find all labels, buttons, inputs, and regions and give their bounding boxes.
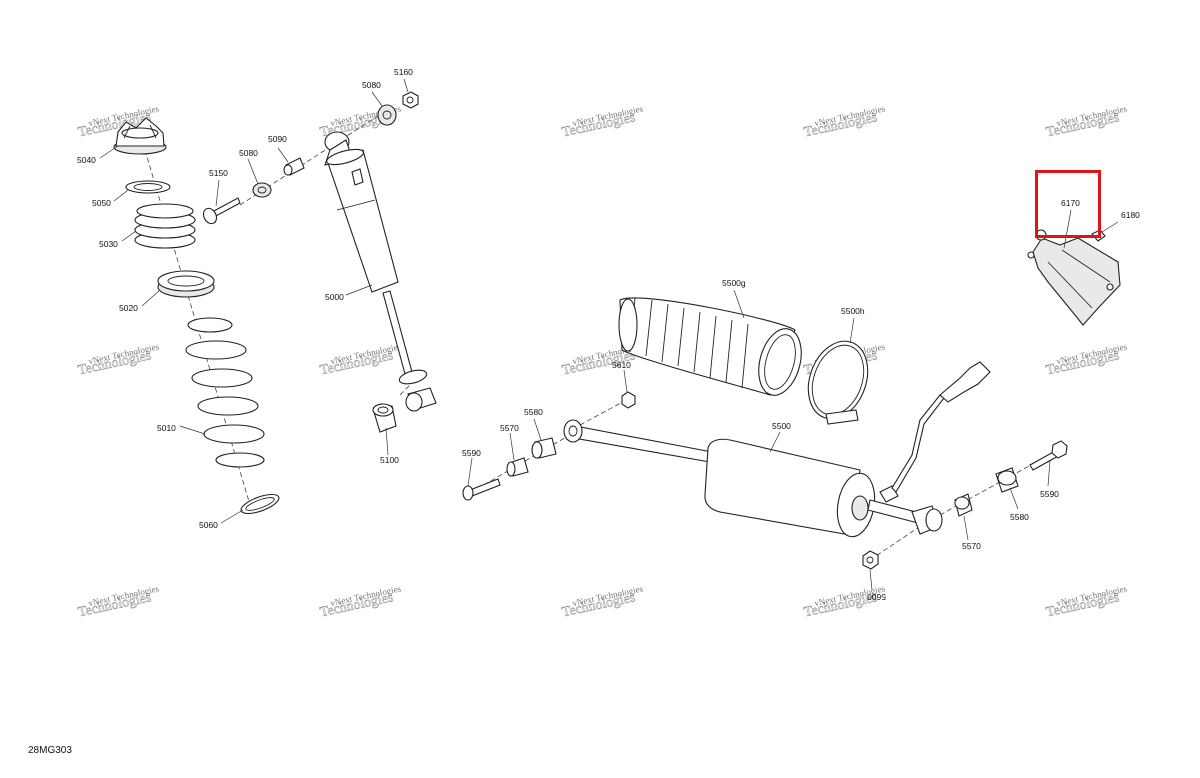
callout-5040: 5040	[77, 155, 96, 165]
callout-5020: 5020	[119, 303, 138, 313]
part-5590-bolt-right[interactable]	[1029, 440, 1068, 471]
part-5020-spring-retainer[interactable]	[157, 270, 215, 298]
callout-5580-right: 5580	[1010, 512, 1029, 522]
callout-5500h: 5500h	[841, 306, 865, 316]
callout-5060: 5060	[199, 520, 218, 530]
part-5060-circlip[interactable]	[239, 491, 281, 518]
part-5610-nut[interactable]	[621, 391, 636, 409]
callout-5570-right: 5570	[962, 541, 981, 551]
callout-5010: 5010	[157, 423, 176, 433]
part-5500-reservoir[interactable]	[563, 361, 991, 540]
part-5100-bushing[interactable]	[372, 403, 397, 433]
part-6170-guard-bracket[interactable]	[1027, 229, 1121, 326]
part-5570-bushing-right[interactable]	[954, 493, 973, 517]
callout-5100: 5100	[380, 455, 399, 465]
part-5580-spacer-right[interactable]	[995, 467, 1019, 493]
figure-id: 28MG303	[28, 745, 72, 756]
callout-5000: 5000	[325, 292, 344, 302]
part-5600-nut[interactable]	[862, 550, 879, 570]
part-5040-spring-seat[interactable]	[113, 117, 167, 155]
callout-labels: 5040 5050 5030 5020 5010 5060 5150 5080 …	[77, 67, 1140, 602]
callout-5610: 5610	[612, 360, 631, 370]
part-5500h-clamp[interactable]	[798, 333, 878, 427]
part-5000-shock-absorber[interactable]	[324, 131, 437, 412]
part-5050-washer[interactable]	[125, 180, 171, 194]
selected-part-highlight	[1035, 170, 1101, 238]
part-5030-helper-spring[interactable]	[134, 203, 196, 249]
callout-5500g: 5500g	[722, 278, 746, 288]
part-5580-spacer-left[interactable]	[531, 437, 557, 459]
part-5590-bolt-left[interactable]	[462, 478, 501, 501]
callout-5080-top: 5080	[362, 80, 381, 90]
callout-5500: 5500	[772, 421, 791, 431]
callout-5150: 5150	[209, 168, 228, 178]
callout-5050: 5050	[92, 198, 111, 208]
part-5010-main-spring[interactable]	[185, 317, 265, 468]
part-5150-bolt[interactable]	[201, 197, 241, 226]
callout-5600: 5600	[867, 592, 886, 602]
callout-5090: 5090	[268, 134, 287, 144]
part-5500g-bellows-boot[interactable]	[618, 297, 808, 400]
part-5570-bushing-left[interactable]	[506, 457, 529, 477]
part-5160-nut[interactable]	[402, 91, 419, 109]
callout-5590-left: 5590	[462, 448, 481, 458]
callout-5030: 5030	[99, 239, 118, 249]
callout-5080-left: 5080	[239, 148, 258, 158]
part-5080-top-bushing[interactable]	[377, 104, 397, 126]
callout-5580-left: 5580	[524, 407, 543, 417]
callout-leaders	[99, 78, 1119, 591]
callout-5160: 5160	[394, 67, 413, 77]
callout-5570-left: 5570	[500, 423, 519, 433]
callout-6180: 6180	[1121, 210, 1140, 220]
part-5090-bushing[interactable]	[283, 157, 305, 176]
callout-6170: 6170	[1061, 198, 1080, 208]
callout-5590-right: 5590	[1040, 489, 1059, 499]
part-5080-spacer[interactable]	[252, 182, 272, 198]
